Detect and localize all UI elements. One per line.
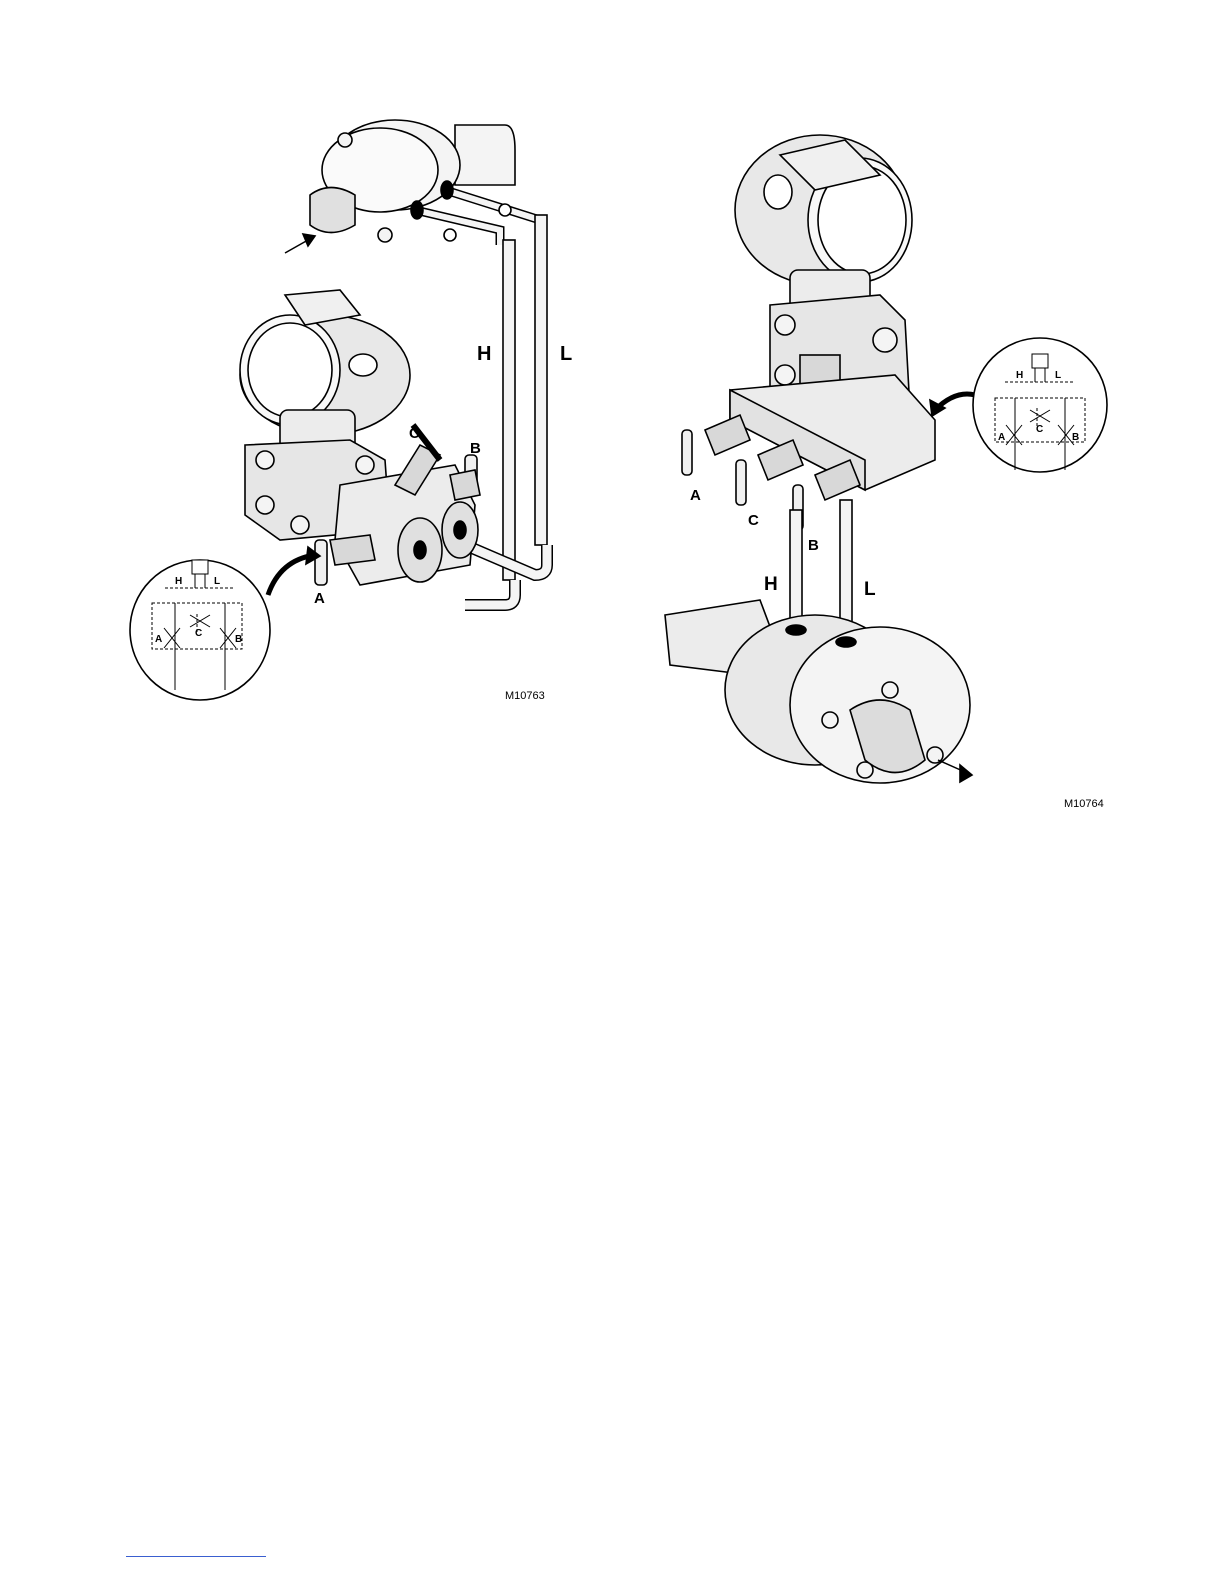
figure-left-manifold-installation: H L A B C H L C B A M10763 xyxy=(120,110,580,720)
pipe-label-h: H xyxy=(477,343,491,365)
sensor-bolt xyxy=(873,328,897,352)
impulse-tube-h xyxy=(790,510,802,630)
sensor-bolt xyxy=(775,315,795,335)
impulse-line-h xyxy=(415,210,500,245)
pipe-label-l: L xyxy=(864,579,876,600)
figure-code: M10764 xyxy=(1064,798,1104,810)
schematic-label-a: A xyxy=(998,432,1005,443)
bend-h xyxy=(465,580,515,605)
schematic-label-b: B xyxy=(1072,432,1079,443)
sensor-bolt xyxy=(256,496,274,514)
flange-bolt xyxy=(378,228,392,242)
schematic-label-a: A xyxy=(155,634,162,645)
valve-label-b: B xyxy=(808,537,819,554)
valve-a-body xyxy=(705,415,750,455)
process-pipe-upper xyxy=(455,125,515,185)
figure-code: M10763 xyxy=(505,690,545,702)
flange-bolt xyxy=(822,712,838,728)
root-valve-handwheel xyxy=(444,229,456,241)
valve-label-a: A xyxy=(314,590,325,607)
schematic-label-l: L xyxy=(214,576,220,587)
left-illustration: H L A B C H L C B A M10763 xyxy=(120,110,580,720)
flow-arrow xyxy=(285,240,308,253)
schematic-label-c: C xyxy=(1036,424,1043,435)
port-l xyxy=(454,521,466,539)
schematic-label-h: H xyxy=(1016,370,1023,381)
impulse-tube-h xyxy=(503,240,515,580)
flange-bolt xyxy=(882,682,898,698)
pipe-label-l: L xyxy=(560,343,572,365)
sensor-bolt xyxy=(356,456,374,474)
conduit-plug xyxy=(349,354,377,376)
tap-hole-l xyxy=(836,637,856,647)
flange-bolt xyxy=(338,133,352,147)
footer-rule xyxy=(126,1556,266,1557)
valve-label-c: C xyxy=(748,512,759,529)
sensor-bolt xyxy=(291,516,309,534)
tap-hole-h xyxy=(786,625,806,635)
flow-arrowhead xyxy=(960,765,972,782)
impulse-tube-l xyxy=(535,215,547,545)
valve-label-a: A xyxy=(690,487,701,504)
impulse-line-l xyxy=(445,190,540,220)
valve-c-body xyxy=(758,440,803,480)
valve-b-body xyxy=(450,470,480,500)
valve-a-handle xyxy=(682,430,692,475)
valve-c-handle xyxy=(736,460,746,505)
schematic-transmitter xyxy=(1032,354,1048,368)
schematic-transmitter xyxy=(192,560,208,574)
schematic-label-l: L xyxy=(1055,370,1061,381)
tap-hole xyxy=(411,201,423,219)
valve-a-handle xyxy=(315,540,327,585)
pipe-label-h: H xyxy=(764,574,778,595)
figure-right-manifold-installation: H L A B C A C B H L M10764 xyxy=(650,120,1130,820)
schematic-label-h: H xyxy=(175,576,182,587)
valve-label-b: B xyxy=(470,440,481,457)
process-pipe-inlet xyxy=(310,188,355,233)
port-h xyxy=(414,541,426,559)
schematic-label-b: B xyxy=(235,634,242,645)
manifold-schematic-inset: H L A B C xyxy=(973,338,1107,472)
root-valve-handwheel xyxy=(499,204,511,216)
transmitter-window xyxy=(248,323,332,417)
valve-a-body xyxy=(330,535,375,565)
tap-hole xyxy=(441,181,453,199)
conduit-plug xyxy=(764,175,792,209)
flow-arrowhead xyxy=(303,234,315,246)
right-illustration: H L A B C A C B H L M10764 xyxy=(650,120,1130,820)
sensor-bolt xyxy=(775,365,795,385)
valve-label-c: C xyxy=(409,425,420,442)
manifold-schematic-inset: H L A B C xyxy=(130,560,270,700)
sensor-bolt xyxy=(256,451,274,469)
schematic-label-c: C xyxy=(195,628,202,639)
